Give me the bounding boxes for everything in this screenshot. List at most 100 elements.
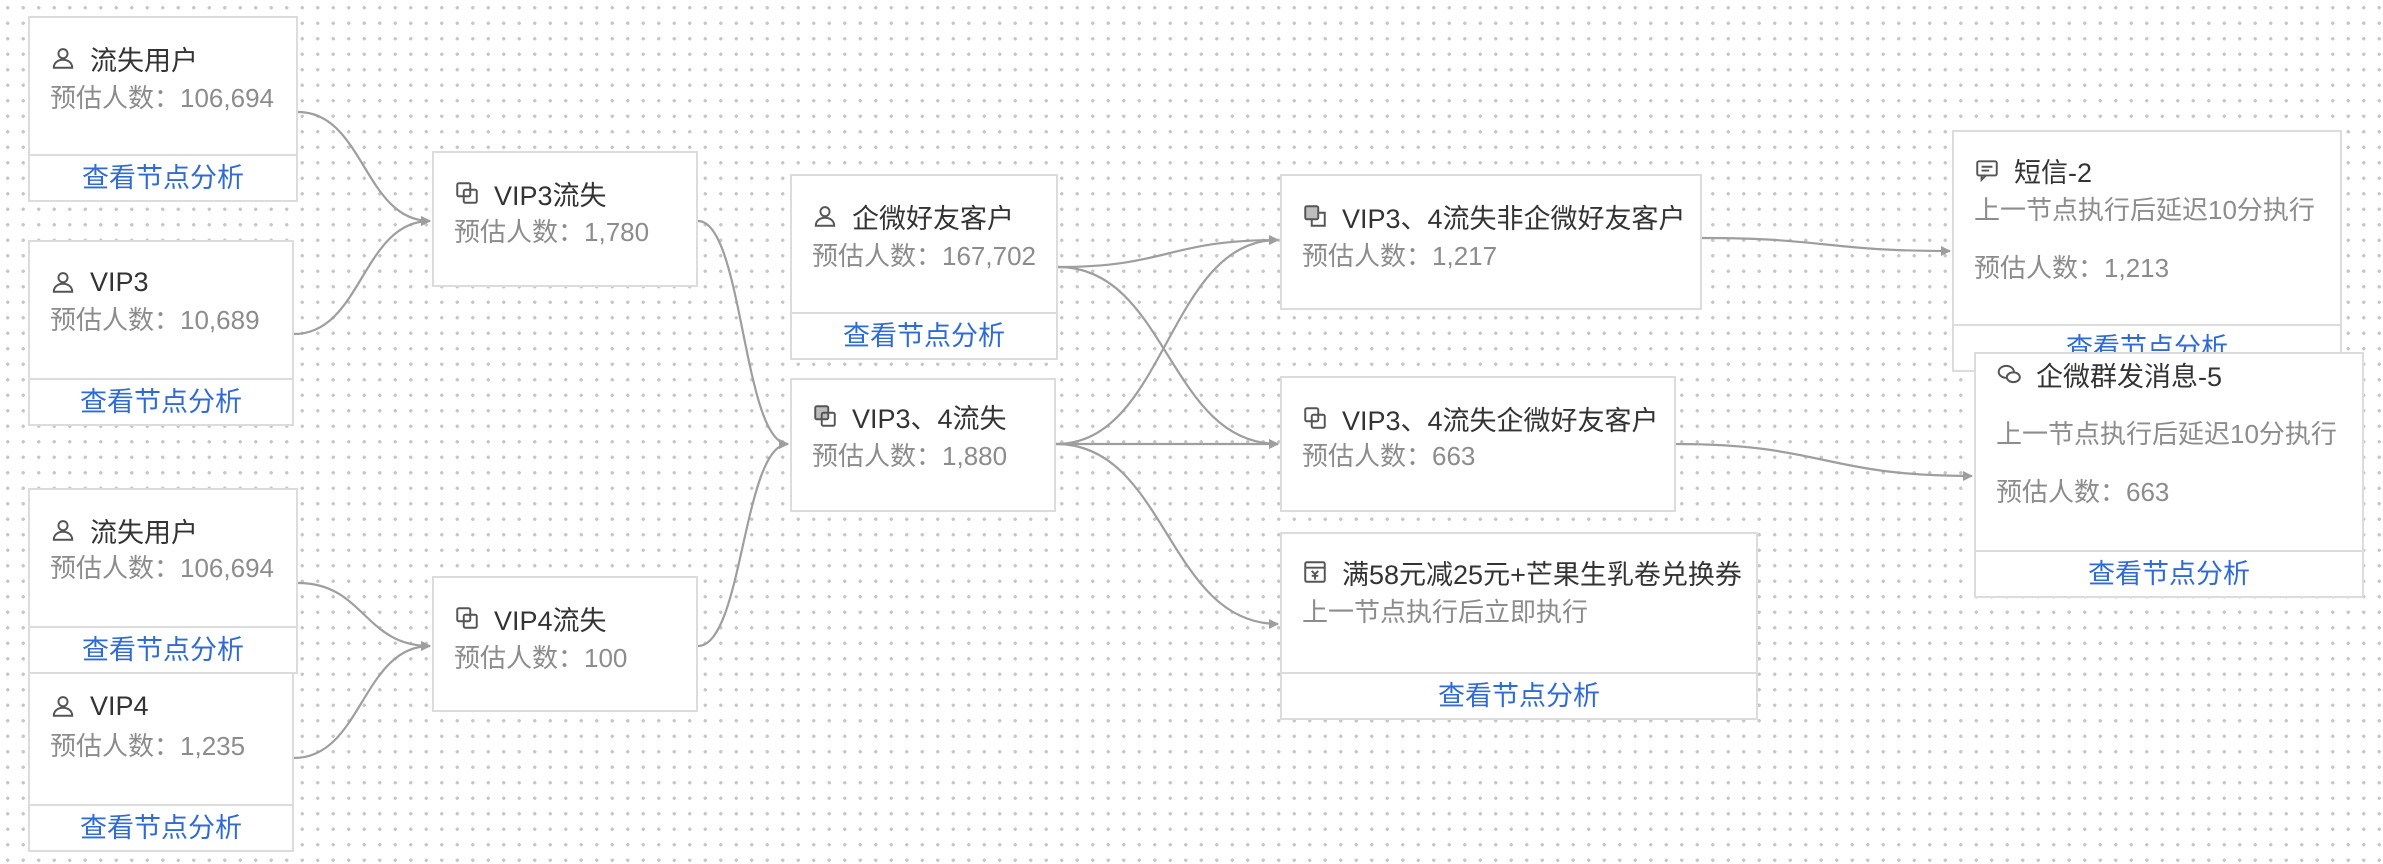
flow-node-n9[interactable]: VIP3、4流失非企微好友客户预估人数：1,217: [1280, 174, 1702, 310]
node-header: VIP3: [50, 262, 282, 302]
node-line-value: 663: [1432, 441, 1476, 471]
node-line-label: 预估人数：: [812, 241, 943, 271]
node-line-label: 预估人数：: [1302, 441, 1433, 471]
node-header: VIP4流失: [454, 598, 686, 638]
node-header: 满58元减25元+芒果生乳卷兑换券: [1302, 552, 1746, 592]
edge-n7-n9: [1057, 235, 1279, 269]
flow-node-n8[interactable]: VIP3、4流失预估人数：1,880: [790, 378, 1056, 512]
flow-node-n5[interactable]: VIP3流失预估人数：1,780: [432, 151, 698, 287]
node-description: 上一节点执行后立即执行: [1302, 594, 1750, 630]
node-line-label: 预估人数：: [812, 441, 943, 471]
node-header: VIP4: [50, 686, 282, 726]
flow-node-n2[interactable]: VIP3 预估人数：10,689 查看节点分析: [28, 240, 294, 426]
node-estimate: 预估人数：1,235: [50, 728, 286, 764]
node-header: VIP3、4流失: [812, 396, 1044, 436]
node-line-label: 预估人数：: [1996, 477, 2127, 507]
node-title: 短信-2: [2014, 157, 2093, 188]
wechat-icon: [1996, 361, 2022, 387]
user-icon: [50, 269, 76, 295]
flow-node-n10[interactable]: VIP3、4流失企微好友客户预估人数：663: [1280, 376, 1676, 512]
flow-node-n11[interactable]: 满58元减25元+芒果生乳卷兑换券上一节点执行后立即执行查看节点分析: [1280, 532, 1758, 720]
node-title: 满58元减25元+芒果生乳卷兑换券: [1342, 559, 1742, 590]
node-title: 流失用户: [90, 517, 198, 548]
node-line-label: 预估人数：: [50, 731, 181, 761]
node-header: 短信-2: [1974, 150, 2330, 190]
node-analysis-link[interactable]: 查看节点分析: [792, 312, 1056, 358]
edge-n8-n9: [1055, 235, 1279, 446]
node-header: 流失用户: [50, 510, 286, 550]
node-analysis-link[interactable]: 查看节点分析: [30, 626, 296, 672]
node-header: VIP3、4流失非企微好友客户: [1302, 196, 1690, 236]
node-line-value: 106,694: [180, 83, 274, 113]
node-header: 企微好友客户: [812, 196, 1046, 236]
user-icon: [50, 517, 76, 543]
node-analysis-link[interactable]: 查看节点分析: [30, 154, 296, 200]
edge-n9-n12: [1701, 236, 1951, 256]
node-analysis-link[interactable]: 查看节点分析: [1976, 550, 2362, 596]
node-description: 上一节点执行后延迟10分执行: [1996, 416, 2356, 452]
node-estimate: 预估人数：663: [1996, 474, 2356, 510]
node-line-label: 上一节点执行后立即执行: [1302, 597, 1589, 627]
edge-n1-n5: [297, 110, 431, 226]
node-line-label: 上一节点执行后延迟10分执行: [1996, 419, 2337, 449]
node-line-label: 预估人数：: [50, 305, 181, 335]
node-title: VIP3流失: [494, 180, 607, 211]
node-line-label: 预估人数：: [50, 553, 181, 583]
intersect-icon: [454, 180, 480, 206]
edge-n4-n6: [293, 641, 431, 760]
node-line-value: 167,702: [942, 241, 1036, 271]
edge-n5-n8: [697, 219, 789, 449]
flow-node-n6[interactable]: VIP4流失预估人数：100: [432, 576, 698, 712]
edge-n8-n11: [1055, 442, 1279, 629]
node-estimate: 预估人数：100: [454, 640, 690, 676]
node-analysis-link[interactable]: 查看节点分析: [30, 378, 292, 424]
edge-n10-n13: [1675, 442, 1973, 481]
node-line-value: 1,880: [942, 441, 1008, 471]
user-icon: [50, 693, 76, 719]
coupon-icon: [1302, 559, 1328, 585]
node-line-value: 10,689: [180, 305, 260, 335]
node-estimate: 预估人数：1,780: [454, 214, 690, 250]
node-estimate: 预估人数：1,217: [1302, 238, 1694, 274]
node-line-label: 预估人数：: [50, 83, 181, 113]
node-estimate: 预估人数：663: [1302, 438, 1668, 474]
union-icon: [812, 403, 838, 429]
node-title: VIP3: [90, 266, 149, 297]
edge-n3-n6: [297, 581, 431, 651]
flow-node-n4[interactable]: VIP4 预估人数：1,235 查看节点分析: [28, 672, 294, 852]
edge-n2-n5: [293, 216, 431, 336]
intersect-icon: [454, 605, 480, 631]
node-title: VIP4: [90, 690, 149, 721]
node-header: 流失用户: [50, 38, 286, 78]
node-analysis-link[interactable]: 查看节点分析: [1282, 672, 1756, 718]
edge-n7-n10: [1057, 265, 1279, 449]
node-header: 企微群发消息-5: [1996, 354, 2352, 394]
node-title: VIP3、4流失: [852, 403, 1007, 434]
node-estimate: 预估人数：10,689: [50, 302, 286, 338]
node-title: 流失用户: [90, 45, 198, 76]
node-line-value: 1,213: [2104, 253, 2170, 283]
node-line-label: 预估人数：: [454, 217, 585, 247]
node-title: 企微群发消息-5: [2036, 361, 2223, 392]
user-icon: [812, 203, 838, 229]
node-analysis-link[interactable]: 查看节点分析: [30, 804, 292, 850]
sms-icon: [1974, 157, 2000, 183]
node-line-value: 663: [2126, 477, 2170, 507]
node-header: VIP3、4流失企微好友客户: [1302, 398, 1664, 438]
flow-node-n7[interactable]: 企微好友客户预估人数：167,702 查看节点分析: [790, 174, 1058, 360]
user-icon: [50, 45, 76, 71]
flow-node-n1[interactable]: 流失用户预估人数：106,694 查看节点分析: [28, 16, 298, 202]
node-line-label: 预估人数：: [1974, 253, 2105, 283]
node-title: VIP3、4流失企微好友客户: [1342, 405, 1659, 436]
edge-n6-n8: [697, 439, 789, 648]
node-estimate: 预估人数：106,694: [50, 80, 290, 116]
node-line-label: 上一节点执行后延迟10分执行: [1974, 195, 2315, 225]
node-line-value: 1,217: [1432, 241, 1498, 271]
intersect-icon: [1302, 405, 1328, 431]
node-estimate: 预估人数：106,694: [50, 550, 290, 586]
node-line-value: 106,694: [180, 553, 274, 583]
